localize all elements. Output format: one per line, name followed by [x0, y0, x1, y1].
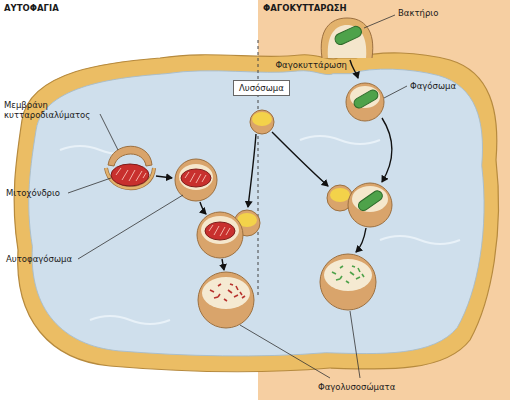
- phagolysosome-left-part: [210, 284, 245, 301]
- leader-lines-part: [384, 86, 407, 98]
- process-label: Φαγοκυττάρωση: [275, 60, 347, 70]
- bacterium-engulfing-part: [328, 25, 367, 58]
- phagosome-part: [352, 88, 380, 110]
- phagolysosome-right: [320, 254, 376, 310]
- phagolysosome-left-part: [198, 272, 254, 328]
- autophagosome-lysosome-fusion-part: [201, 216, 239, 244]
- phagolysosome-right-part: [324, 259, 372, 291]
- autophagosome-lysosome-fusion: [197, 210, 260, 258]
- leader-lines-part: [364, 15, 395, 28]
- lysosome: [250, 110, 274, 134]
- autophagosome-lysosome-fusion-part: [209, 225, 230, 236]
- bacterium-engulfing-part: [321, 18, 373, 58]
- phagolysosome-left-part: [202, 277, 250, 309]
- part-label: Βακτήριο: [398, 8, 438, 18]
- process-arrows-part: [248, 134, 256, 207]
- lysosome-box: Λυσόσωμα: [233, 80, 290, 96]
- leader-lines-part: [100, 114, 118, 150]
- process-arrows-part: [272, 132, 328, 186]
- cell-body-part: [60, 136, 460, 324]
- er-membrane-mitochondrion-part: [108, 146, 152, 166]
- autophagosome-lysosome-fusion-part: [197, 212, 243, 258]
- divider-line: [258, 40, 259, 295]
- process-arrows-part: [382, 118, 392, 182]
- leader-lines-part: [350, 311, 360, 378]
- autophagosome: [175, 159, 217, 201]
- process-arrows: [156, 60, 392, 270]
- phagosome-lysosome-fusion-part: [352, 186, 388, 212]
- phagolysosome-left: [198, 272, 254, 328]
- lysosome-part: [250, 110, 274, 134]
- part-label: Μεμβράνη κυτταροδιαλύματος: [4, 100, 96, 120]
- section-heading: ΦΑΓΟΚΥΤΤΑΡΩΣΗ: [263, 3, 347, 13]
- bacterium-engulfing-part: [333, 25, 363, 47]
- autophagosome-part: [175, 159, 217, 201]
- phagosome-part: [346, 83, 384, 121]
- section-heading: ΑΥΤΟΦΑΓΙΑ: [4, 3, 59, 13]
- er-membrane-mitochondrion-part: [116, 168, 146, 181]
- cell-body-part: [29, 69, 484, 356]
- process-arrows-part: [356, 228, 366, 252]
- part-label: Αυτοφαγόσωμα: [6, 254, 72, 264]
- part-label: Φαγόσωμα: [410, 81, 456, 91]
- autophagosome-part: [181, 169, 211, 187]
- phagosome-lysosome-fusion-part: [356, 189, 384, 213]
- phagolysosome-right-part: [320, 254, 376, 310]
- leader-lines-part: [68, 178, 111, 193]
- process-arrows-part: [222, 259, 224, 270]
- lysosome-part: [252, 112, 272, 126]
- leader-lines-part: [240, 325, 330, 378]
- autophagosome-lysosome-fusion-part: [205, 222, 235, 240]
- node-text: Λυσόσωμα: [239, 83, 284, 93]
- phagosome-lysosome-fusion-part: [348, 183, 392, 227]
- process-arrows-part: [350, 60, 358, 78]
- part-label: Μιτοχόνδριο: [6, 188, 60, 198]
- part-label: Φαγολυσοσώματα: [318, 382, 395, 392]
- leader-lines: [68, 15, 407, 378]
- autophagosome-part: [179, 164, 213, 190]
- bacterium-engulfing: [321, 18, 373, 58]
- process-arrows-part: [200, 202, 206, 214]
- process-arrows-part: [156, 176, 172, 178]
- phagosome-lysosome-fusion-part: [330, 188, 350, 202]
- leader-lines-part: [78, 195, 183, 259]
- phagolysosome-right-part: [332, 266, 364, 283]
- phagosome: [346, 83, 384, 121]
- cell-body: [14, 53, 498, 372]
- er-membrane-mitochondrion-part: [111, 164, 149, 186]
- autophagosome-part: [185, 172, 206, 183]
- cell-body-part: [14, 53, 498, 372]
- er-membrane-mitochondrion: [106, 146, 154, 188]
- phagosome-lysosome-fusion: [327, 183, 392, 227]
